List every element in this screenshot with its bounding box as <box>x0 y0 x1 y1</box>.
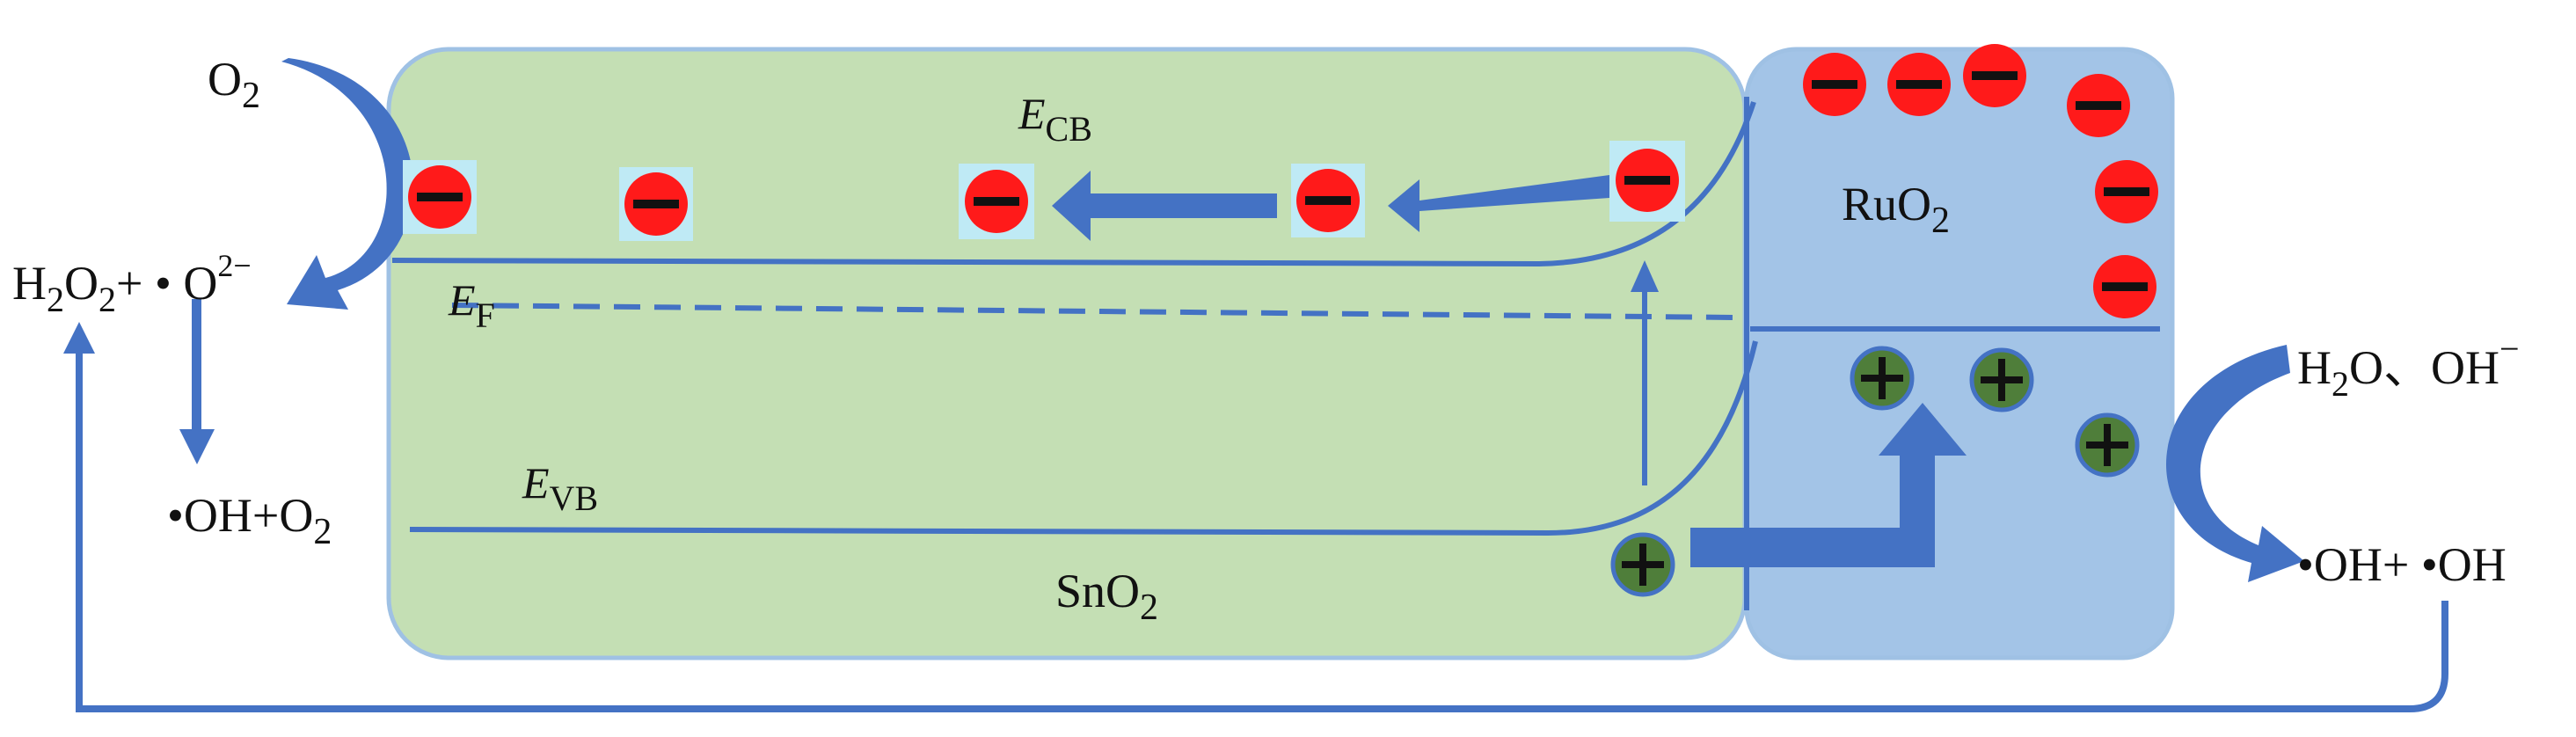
electron-minus-icon <box>1887 53 1951 116</box>
ef-label: EF <box>448 275 495 335</box>
electron-5 <box>1609 141 1685 222</box>
electron-4 <box>1291 164 1365 237</box>
oh-oh-label: •OH+ •OH <box>2297 538 2507 591</box>
ecb-label: ECB <box>1018 89 1092 149</box>
electron-minus-icon <box>1963 44 2026 107</box>
sno2-label: SnO2 <box>1055 565 1158 628</box>
electron-minus-icon <box>408 165 471 229</box>
hole-plus-icon <box>2077 415 2137 475</box>
electron-minus-icon <box>965 170 1028 233</box>
hole-plus-icon <box>1852 348 1912 408</box>
fermi-level-line <box>451 303 1739 320</box>
valence-band-line <box>409 340 1758 536</box>
electron-minus-icon <box>2093 255 2156 318</box>
o2-reduction-curved-arrow <box>281 58 413 310</box>
conduction-band-line <box>391 101 1756 267</box>
hole-transfer-arrow <box>1690 403 1967 567</box>
electron-minus-icon <box>1616 149 1679 212</box>
evb-label: EVB <box>522 458 598 518</box>
radical-recycle-loop-arrow <box>63 322 2448 712</box>
h2o2-decomposition-arrow <box>179 299 215 464</box>
water-oxidation-curved-arrow <box>2165 345 2304 582</box>
electron-minus-icon <box>624 172 688 236</box>
electron-2 <box>619 167 693 241</box>
hole-plus-icon <box>1613 535 1673 595</box>
electron-minus-icon <box>1296 169 1360 232</box>
electron-transfer-arrow-2 <box>1052 171 1277 241</box>
o2-label: O2 <box>208 53 260 116</box>
ruo2-label: RuO2 <box>1842 178 1950 241</box>
h2o2-superoxide-label: H2O2+ • O2− <box>12 248 252 319</box>
electron-transfer-arrow-1 <box>1388 175 1609 232</box>
electron-minus-icon <box>2067 74 2130 137</box>
electron-minus-icon <box>1803 53 1866 116</box>
electron-3 <box>959 164 1034 239</box>
electron-1 <box>403 160 477 234</box>
hole-plus-icon <box>1972 350 2032 410</box>
oh-o2-label: •OH+O2 <box>167 489 332 552</box>
photoexcitation-arrow <box>1631 260 1659 485</box>
h2o-oh-label: H2O、OH− <box>2297 329 2520 404</box>
electron-minus-icon <box>2095 160 2158 223</box>
